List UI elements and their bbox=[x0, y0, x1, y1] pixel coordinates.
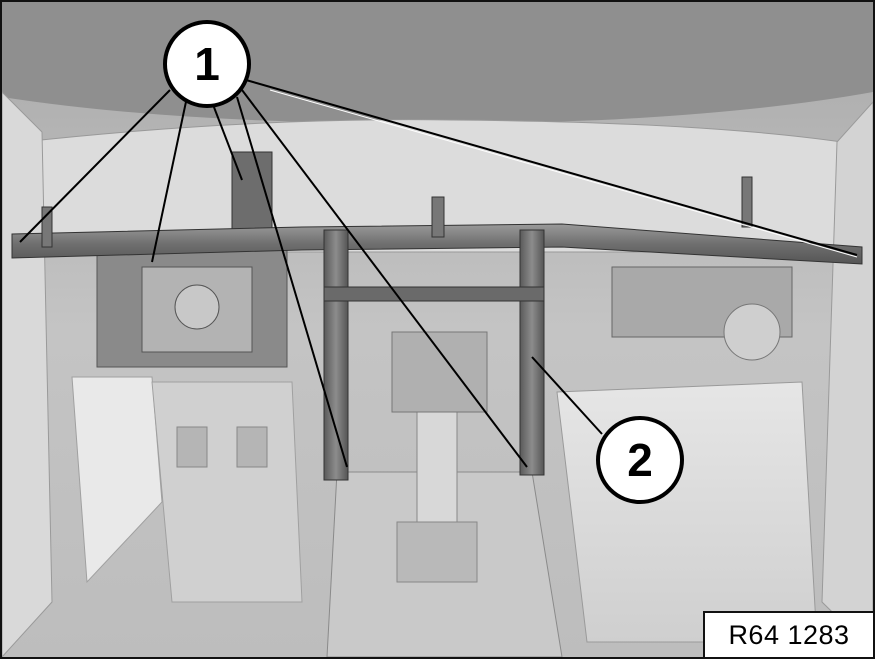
callout-1-leader-highlight bbox=[269, 89, 858, 258]
roof-frame bbox=[2, 2, 873, 124]
dashboard-top-panel bbox=[21, 119, 853, 253]
reference-code: R64 1283 bbox=[728, 619, 850, 650]
pedal-left bbox=[176, 426, 208, 468]
callout-1-circle bbox=[163, 20, 251, 108]
left-footwell-panel bbox=[71, 376, 163, 584]
pedal-pivot bbox=[174, 284, 220, 330]
callout-2: 2 bbox=[596, 416, 684, 504]
floor-left bbox=[151, 381, 303, 603]
pedal-right bbox=[236, 426, 268, 468]
right-door-panel bbox=[821, 101, 873, 653]
callout-1-leaders bbox=[19, 79, 858, 468]
reference-code-box: R64 1283 bbox=[703, 611, 873, 657]
instrument-panel-cross-member bbox=[11, 223, 863, 265]
callout-2-leader bbox=[531, 356, 603, 435]
callout-2-circle bbox=[596, 416, 684, 504]
callout-2-label: 2 bbox=[627, 434, 653, 486]
right-footwell-panel bbox=[556, 381, 818, 643]
centre-console-bracket bbox=[391, 331, 488, 413]
right-upper-bracket bbox=[741, 176, 753, 228]
upper-bracket bbox=[431, 196, 445, 238]
blower-duct bbox=[723, 303, 781, 361]
centre-brace bbox=[323, 286, 545, 302]
left-upper-bracket bbox=[41, 206, 53, 248]
centre-support-right bbox=[519, 229, 545, 476]
callout-1-label: 1 bbox=[194, 38, 220, 90]
callout-1: 1 bbox=[163, 20, 251, 108]
gear-boot bbox=[396, 521, 478, 583]
centre-support-left bbox=[323, 229, 349, 481]
